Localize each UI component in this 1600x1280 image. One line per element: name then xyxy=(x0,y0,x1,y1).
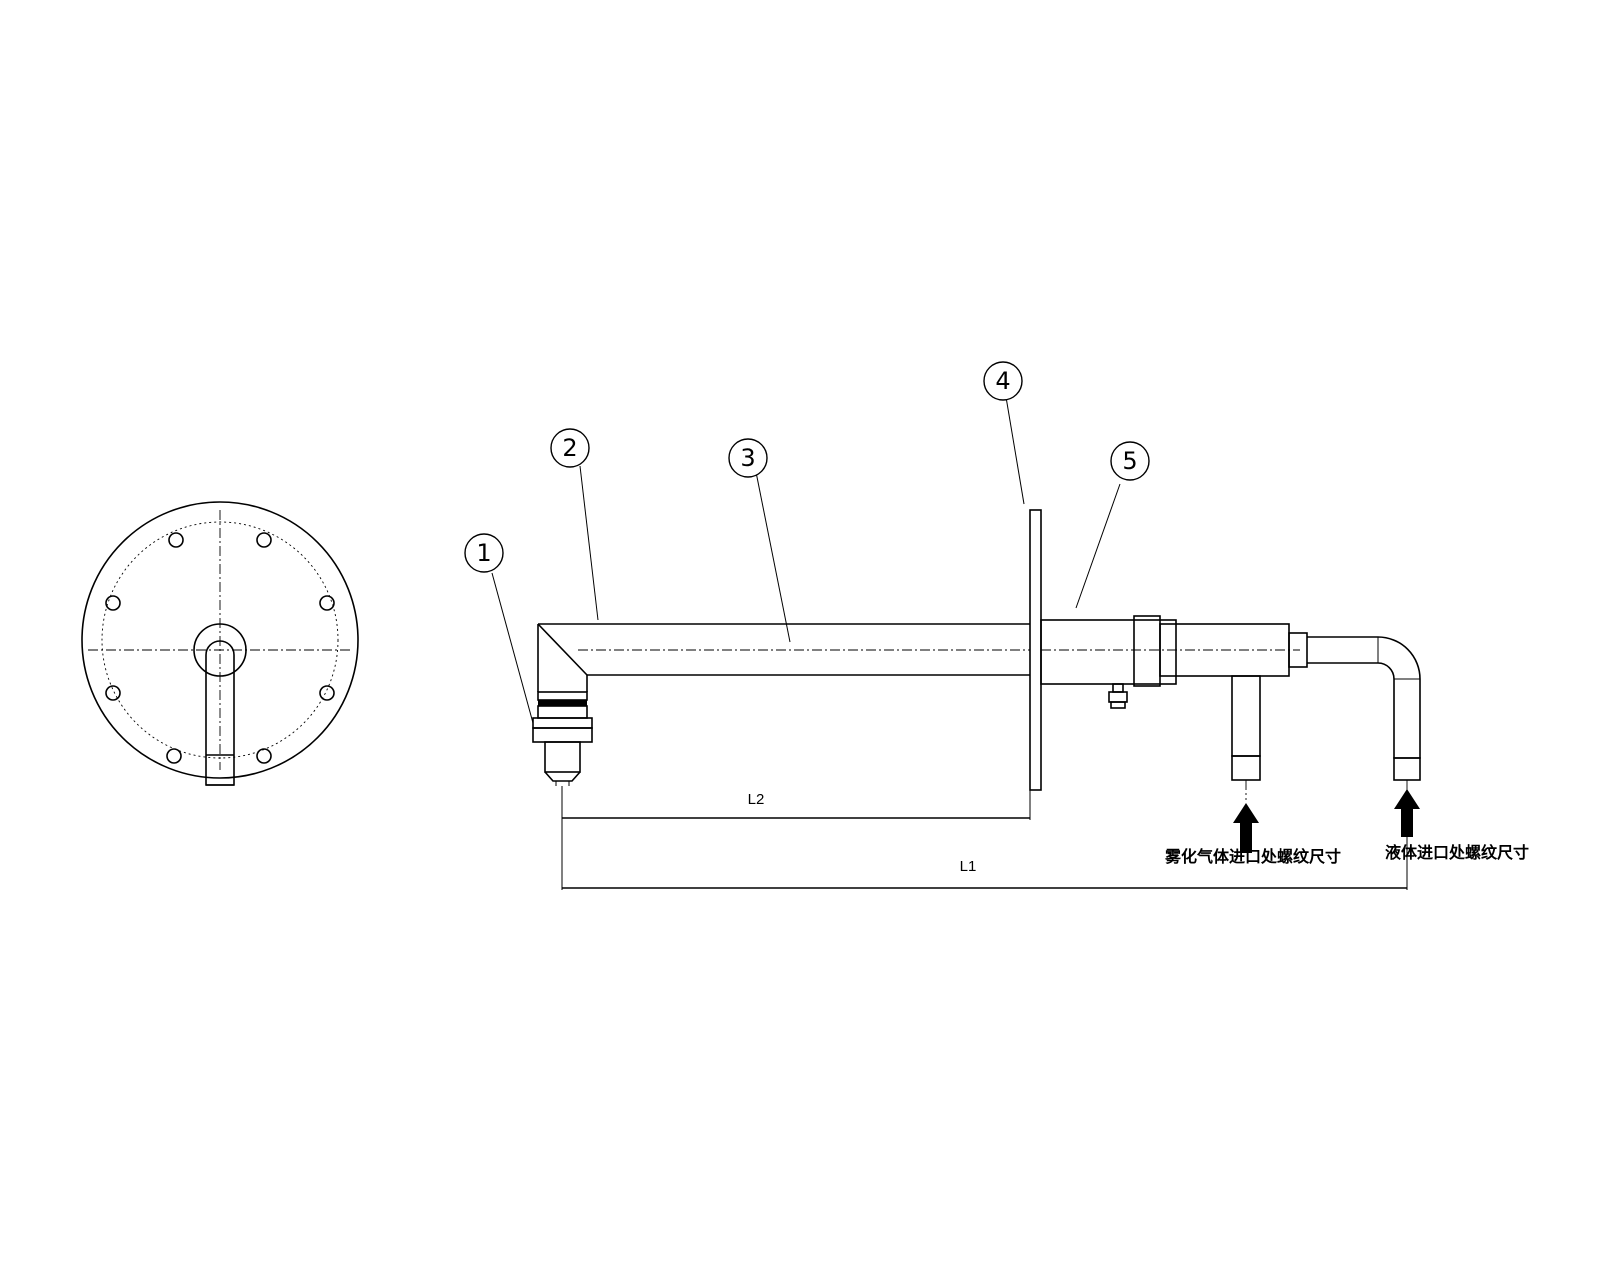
gas-inlet-thread-note: 雾化气体进口处螺纹尺寸 xyxy=(1164,847,1341,866)
balloon-5: 5 xyxy=(1110,441,1150,481)
liquid-inlet-thread-note: 液体进口处螺纹尺寸 xyxy=(1385,843,1529,862)
gas-inlet-arrow-icon xyxy=(1233,803,1259,853)
bolt-holes xyxy=(105,532,335,764)
flange-end-view xyxy=(81,501,359,786)
svg-text:4: 4 xyxy=(995,367,1010,395)
drain-plug xyxy=(1108,683,1128,709)
svg-text:2: 2 xyxy=(562,434,577,462)
coupling-nut xyxy=(1133,615,1161,687)
balloon-4: 4 xyxy=(983,361,1023,401)
lance-side-view xyxy=(532,509,1421,800)
liquid-inlet-arrow-icon xyxy=(1394,789,1420,837)
svg-text:5: 5 xyxy=(1122,447,1137,475)
rear-sleeve xyxy=(1040,619,1177,685)
leader-lines xyxy=(491,396,1121,724)
gas-inlet-pipe xyxy=(1231,675,1261,781)
balloon-2: 2 xyxy=(550,428,590,468)
dimension-l1-label: L1 xyxy=(960,858,977,875)
balloon-3: 3 xyxy=(728,438,768,478)
dimension-l2-label: L2 xyxy=(748,791,765,808)
svg-text:1: 1 xyxy=(476,539,491,567)
mounting-flange xyxy=(1029,509,1042,791)
nozzle xyxy=(532,691,593,786)
balloon-1: 1 xyxy=(464,533,504,573)
liquid-inlet-pipe xyxy=(1288,632,1421,781)
dimension-lines xyxy=(561,786,1408,890)
svg-text:3: 3 xyxy=(740,444,755,472)
